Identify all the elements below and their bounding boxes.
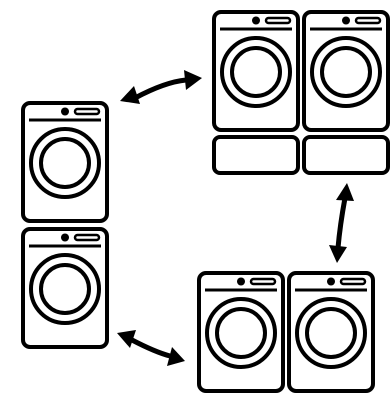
washer-left-unit	[197, 271, 285, 393]
side-by-side-group	[197, 271, 375, 393]
double-arrow-right	[329, 183, 354, 263]
double-arrow-top	[120, 70, 202, 104]
pedestal-right	[302, 135, 390, 175]
washer-right-unit	[302, 10, 390, 132]
double-arrow-bottom	[117, 330, 185, 366]
stacked-pair-group	[21, 101, 109, 349]
side-by-side-pedestal-group	[212, 10, 390, 175]
washer-right-unit	[287, 271, 375, 393]
washer-bottom-unit	[21, 227, 109, 349]
washer-left-unit	[212, 10, 300, 132]
washer-top-unit	[21, 101, 109, 223]
pedestal-left	[212, 135, 300, 175]
